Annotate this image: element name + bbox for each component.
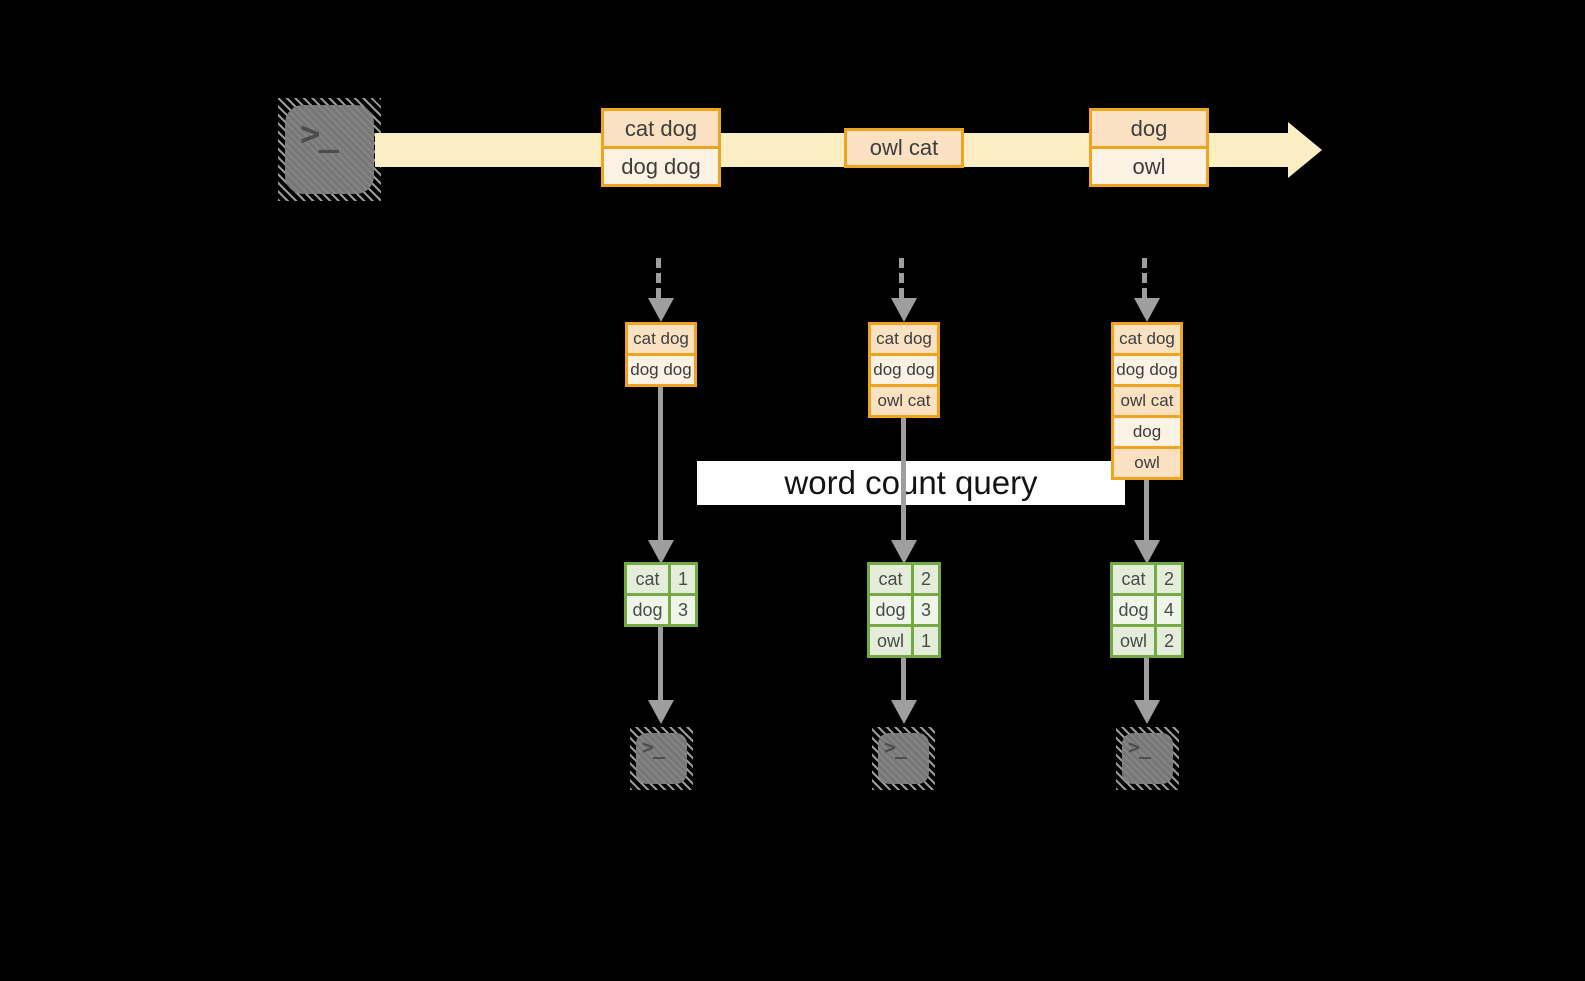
input-batch-3: cat dog dog dog owl cat dog owl [1111,322,1183,480]
event-record: owl cat [847,131,961,165]
trigger-arrowhead-icon-3 [1134,298,1160,322]
result-word: dog [870,596,911,624]
query-arrowhead-icon-3 [1134,540,1160,564]
result-word: dog [1113,596,1154,624]
batch-record: owl cat [1114,387,1180,415]
output-terminal-icon-1: >_ [630,727,693,790]
event-record: owl [1092,149,1206,184]
terminal-prompt-icon: >_ [300,114,339,154]
result-table-3: cat 2 dog 4 owl 2 [1110,562,1184,658]
output-arrowhead-icon-3 [1134,700,1160,724]
query-arrow-line-1 [658,387,663,543]
terminal-screen [285,105,374,194]
batch-record: dog [1114,418,1180,446]
result-count: 2 [1157,565,1181,593]
result-word: owl [1113,627,1154,655]
batch-record: cat dog [1114,325,1180,353]
event-record: dog dog [604,149,718,184]
output-arrow-line-3 [1144,658,1149,702]
event-record: dog [1092,111,1206,146]
result-count: 3 [914,596,938,624]
output-terminal-icon-3: >_ [1116,727,1179,790]
batch-record: owl [1114,449,1180,477]
result-count: 3 [671,596,695,624]
batch-record: dog dog [628,356,694,384]
result-table-1: cat 1 dog 3 [624,562,698,627]
terminal-prompt-icon: >_ [884,735,907,759]
query-arrowhead-icon-2 [891,540,917,564]
trigger-arrow-line-3 [1142,258,1147,298]
output-arrowhead-icon-2 [891,700,917,724]
query-arrowhead-icon-1 [648,540,674,564]
output-arrow-line-1 [658,627,663,702]
terminal-screen [1122,733,1173,784]
stream-source-terminal-icon: >_ [278,98,381,201]
stream-event-box-1: cat dog dog dog [601,108,721,187]
result-count: 1 [671,565,695,593]
input-batch-2: cat dog dog dog owl cat [868,322,940,418]
trigger-arrowhead-icon-2 [891,298,917,322]
output-arrowhead-icon-1 [648,700,674,724]
batch-record: dog dog [1114,356,1180,384]
batch-record: dog dog [871,356,937,384]
terminal-prompt-icon: >_ [642,735,665,759]
query-arrow-line-2 [901,418,906,543]
trigger-arrow-line-2 [899,258,904,298]
result-count: 1 [914,627,938,655]
stream-event-box-2: owl cat [844,128,964,168]
output-arrow-line-2 [901,658,906,702]
result-word: cat [870,565,911,593]
batch-record: cat dog [628,325,694,353]
trigger-arrow-line-1 [656,258,661,298]
result-count: 2 [914,565,938,593]
terminal-screen [636,733,687,784]
batch-record: owl cat [871,387,937,415]
stream-timeline-arrowhead-icon [1288,122,1322,178]
stream-event-box-3: dog owl [1089,108,1209,187]
result-word: cat [627,565,668,593]
result-word: owl [870,627,911,655]
output-terminal-icon-2: >_ [872,727,935,790]
query-arrow-line-3 [1144,480,1149,543]
result-table-2: cat 2 dog 3 owl 1 [867,562,941,658]
input-batch-1: cat dog dog dog [625,322,697,387]
result-word: cat [1113,565,1154,593]
terminal-prompt-icon: >_ [1128,735,1151,759]
terminal-screen [878,733,929,784]
trigger-arrowhead-icon-1 [648,298,674,322]
batch-record: cat dog [871,325,937,353]
result-count: 2 [1157,627,1181,655]
query-label: word count query [697,461,1125,505]
result-word: dog [627,596,668,624]
event-record: cat dog [604,111,718,146]
result-count: 4 [1157,596,1181,624]
